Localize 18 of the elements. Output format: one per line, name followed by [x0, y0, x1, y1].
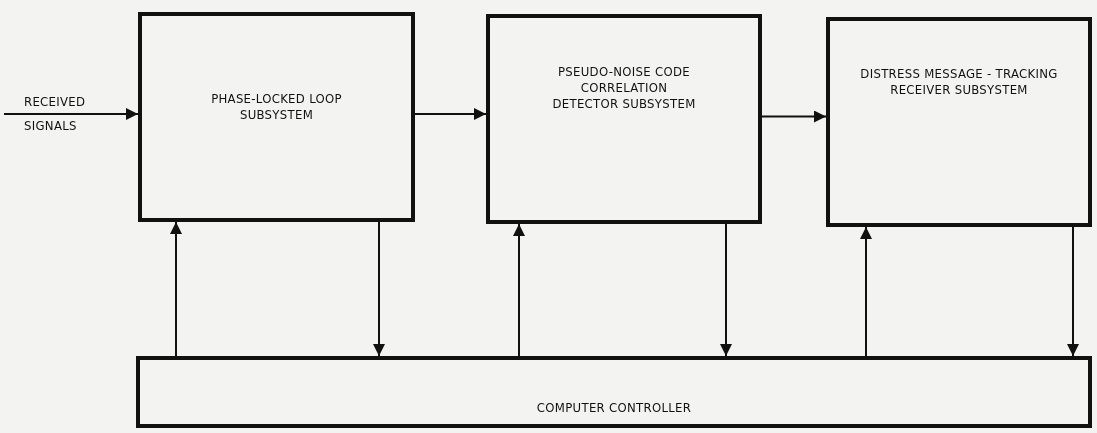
controller-box	[136, 356, 1092, 428]
input-label: RECEIVED SIGNALS	[16, 92, 112, 136]
arrow	[414, 108, 487, 120]
arrow	[860, 226, 872, 357]
box-label: COMPUTER CONTROLLER	[535, 400, 693, 416]
subsystem-box	[138, 12, 415, 222]
arrow	[761, 110, 827, 123]
arrow	[1067, 226, 1079, 357]
subsystem-box	[826, 17, 1092, 227]
arrow	[720, 223, 732, 357]
arrow	[513, 223, 525, 357]
subsystem-box	[486, 14, 762, 224]
arrow	[170, 221, 182, 357]
arrow	[373, 221, 385, 357]
box-label: PHASE-LOCKED LOOP SUBSYSTEM	[210, 91, 343, 123]
box-label: DISTRESS MESSAGE - TRACKING RECEIVER SUBSYSTEM	[859, 66, 1059, 98]
box-label: PSEUDO-NOISE CODE CORRELATION DETECTOR SUBSYSTEM	[551, 64, 697, 112]
arrow	[3, 108, 139, 120]
